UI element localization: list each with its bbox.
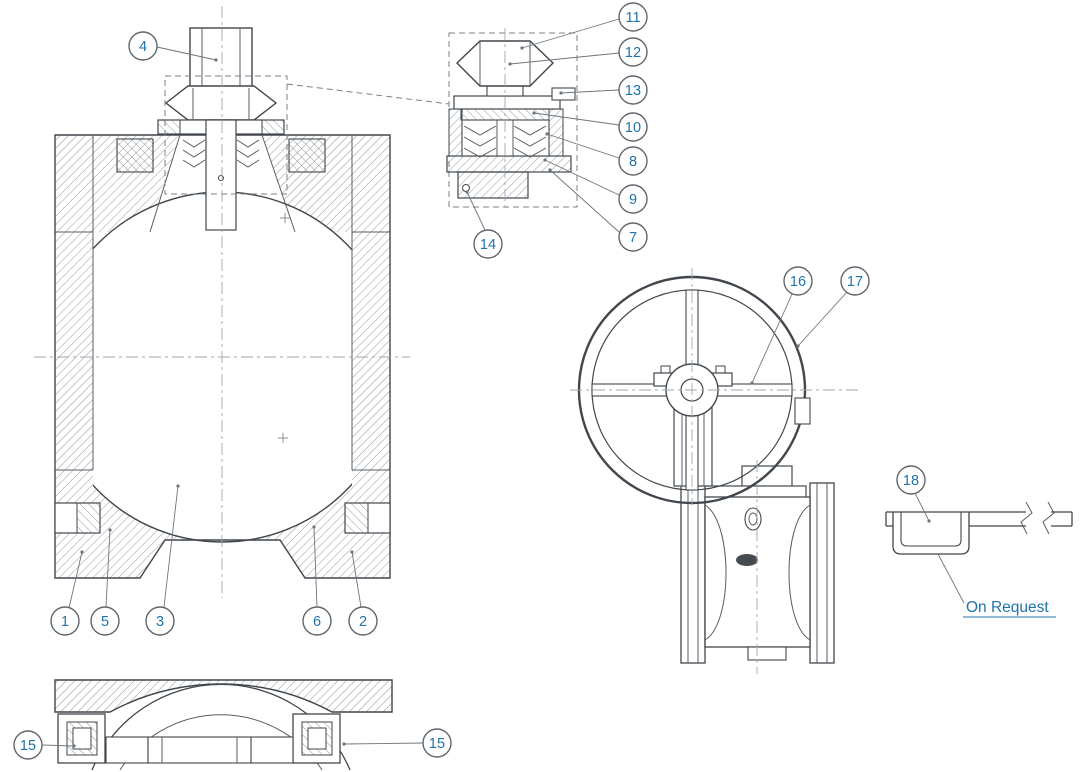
callout-1: 1 (50, 550, 84, 636)
callout-9: 9 (543, 158, 648, 214)
svg-text:12: 12 (625, 45, 641, 61)
svg-text:16: 16 (790, 274, 806, 290)
callout-16: 16 (750, 266, 813, 385)
svg-text:9: 9 (629, 192, 637, 208)
u-bolt-part (885, 501, 1073, 555)
packing-left (182, 139, 206, 168)
svg-text:15: 15 (429, 736, 445, 752)
handwheel-gear-view (570, 268, 862, 674)
retainer-plate (446, 155, 572, 173)
svg-text:11: 11 (625, 10, 640, 26)
callout-3: 3 (145, 484, 180, 636)
center-marks (278, 213, 290, 443)
brand-mark (736, 554, 758, 566)
svg-text:10: 10 (625, 120, 641, 136)
right-flange-side (809, 482, 835, 664)
gland-flange (453, 95, 561, 110)
callout-11: 11 (520, 2, 648, 50)
gland-stud (551, 87, 576, 101)
svg-text:17: 17 (847, 274, 863, 290)
callout-6: 6 (302, 525, 332, 636)
callout-2: 2 (348, 550, 378, 636)
u-bend-outer (892, 512, 970, 555)
bonnet-bolt-left (116, 138, 154, 173)
body-outline (54, 134, 391, 579)
break-line-left (1020, 501, 1033, 535)
svg-text:14: 14 (480, 237, 496, 253)
callout-10: 10 (532, 111, 648, 142)
stem-top (189, 27, 253, 89)
retainer-block (457, 171, 529, 199)
on-request-text: On Request (966, 599, 1049, 616)
on-request-label: On Request (937, 553, 1056, 618)
bonnet-bolt-right (288, 138, 326, 173)
lock-tab (794, 397, 811, 425)
chevron-packing-left (463, 125, 497, 158)
svg-text:13: 13 (625, 83, 641, 99)
svg-text:2: 2 (359, 614, 367, 630)
right-flange-section (352, 232, 390, 470)
left-flange-section (55, 232, 93, 470)
callout-15-right: 15 (342, 728, 452, 758)
detail-reference-line (286, 83, 450, 105)
gearbox-neck (741, 465, 793, 489)
pin-hole (462, 184, 470, 192)
svg-text:18: 18 (903, 473, 919, 489)
svg-text:5: 5 (101, 614, 109, 630)
u-bend-inner (900, 512, 962, 547)
bottom-view (54, 679, 393, 771)
packing-chamber (461, 119, 550, 157)
callout-12: 12 (508, 37, 648, 67)
svg-text:3: 3 (156, 614, 164, 630)
svg-text:4: 4 (139, 39, 147, 55)
stem-packing-detail-view (446, 28, 578, 208)
callout-7: 7 (548, 168, 648, 252)
main-section-view (34, 6, 450, 598)
stem-nut (164, 85, 278, 121)
callouts: 4 11 12 13 10 8 9 7 (13, 2, 931, 760)
svg-text:15: 15 (20, 738, 36, 754)
callout-4: 4 (128, 31, 218, 62)
packing-right (236, 139, 260, 168)
drain-boss (747, 646, 787, 661)
callout-13: 13 (559, 75, 648, 105)
svg-text:6: 6 (313, 614, 321, 630)
detail-view-border (448, 32, 578, 208)
grease-fitting (744, 507, 762, 531)
callout-5: 5 (90, 528, 120, 636)
chevron-packing-right (513, 125, 547, 158)
svg-text:1: 1 (61, 614, 69, 630)
callout-17: 17 (796, 266, 870, 348)
callout-18: 18 (896, 465, 931, 523)
svg-text:7: 7 (629, 230, 637, 246)
callout-8: 8 (545, 132, 648, 176)
callout-14: 14 (465, 190, 503, 259)
detail-reference-box (164, 75, 288, 195)
left-flange-side (680, 482, 706, 664)
stem-pin (218, 175, 224, 181)
break-line-right (1042, 501, 1055, 535)
svg-text:8: 8 (629, 154, 637, 170)
callout-15-left: 15 (13, 730, 76, 760)
